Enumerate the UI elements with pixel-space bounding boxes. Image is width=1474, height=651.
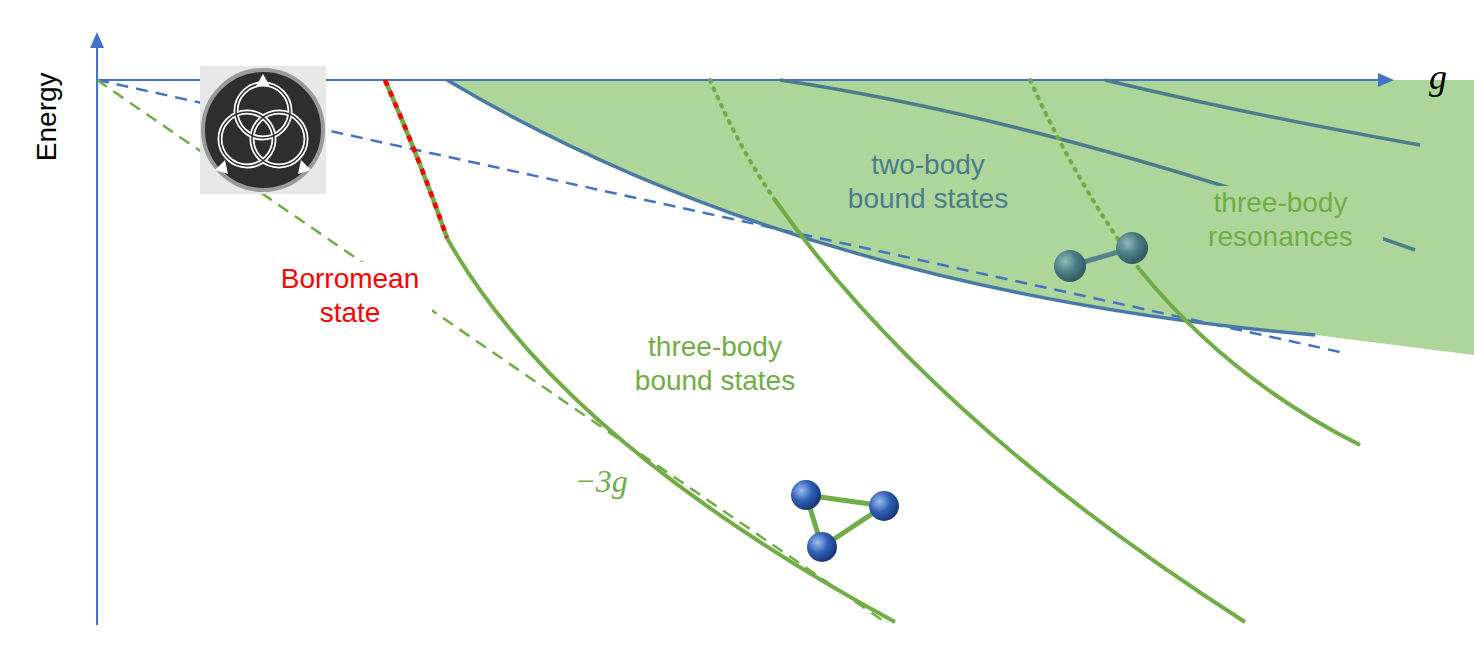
axis-label: g	[1418, 56, 1458, 99]
region-label: two-body bound states	[828, 148, 1028, 215]
region-label: three-body resonances	[1178, 186, 1383, 253]
axis-arrowhead	[90, 32, 104, 48]
two-body-curve	[1105, 80, 1420, 145]
continuum-region	[447, 80, 1474, 355]
state-label: Borromean state	[268, 262, 432, 329]
borromean-curve	[385, 80, 447, 238]
three-body-curve	[775, 200, 1245, 622]
energy-axis	[96, 44, 98, 625]
resonance-curve	[710, 80, 775, 200]
three-body-curve	[447, 238, 895, 622]
axis-arrowhead	[1378, 73, 1394, 87]
region-label: three-body bound states	[620, 330, 810, 397]
axis-title: Energy	[29, 72, 63, 161]
three-body-curve	[1140, 270, 1360, 445]
asymptote-label: −3g	[566, 462, 636, 500]
borromean-emblem	[200, 66, 326, 194]
two-body-molecule	[1054, 232, 1148, 282]
borromean-curve	[385, 80, 447, 238]
three-body-molecule	[791, 480, 899, 562]
